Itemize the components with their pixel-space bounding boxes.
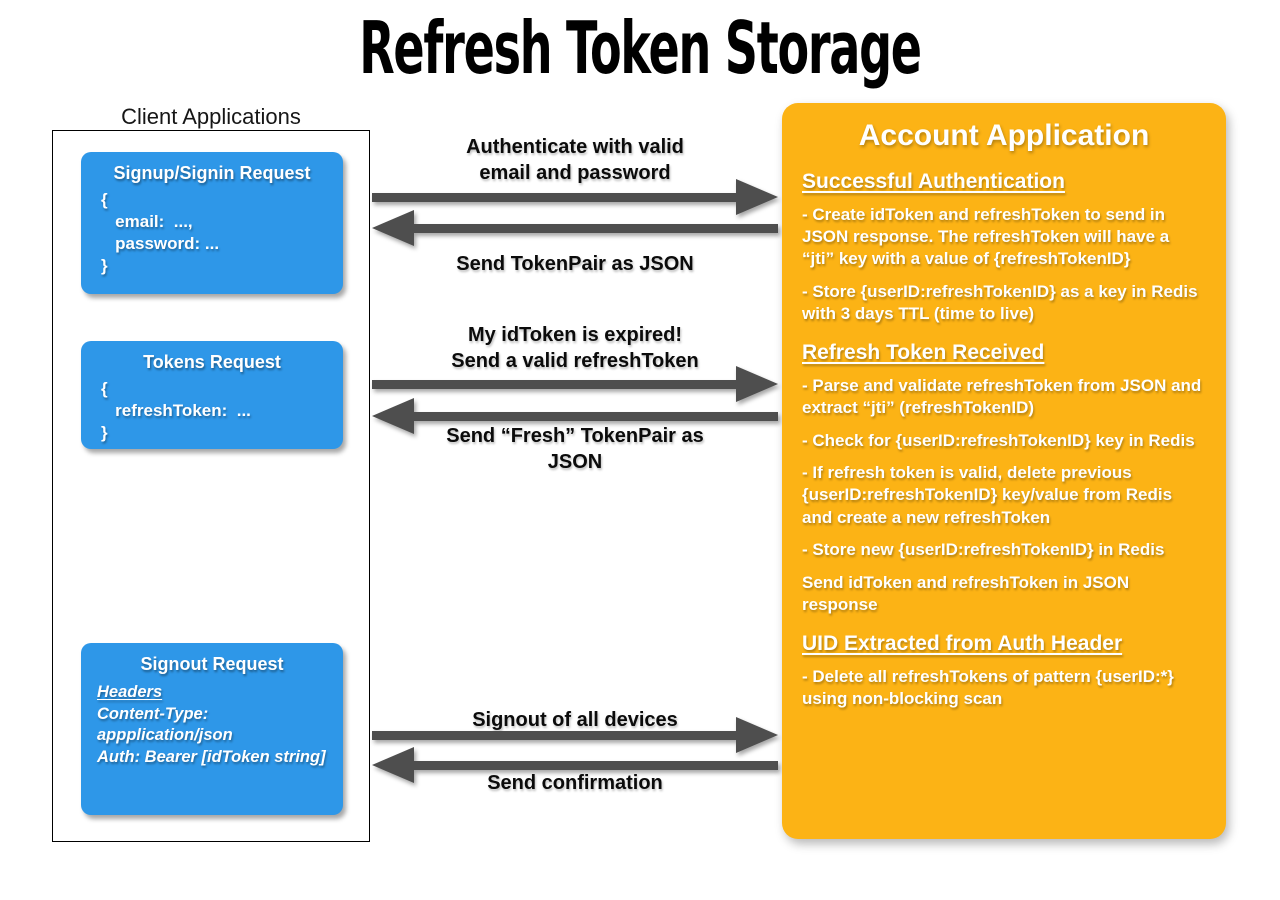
bullet-item: - Parse and validate refreshToken from J… bbox=[802, 375, 1202, 418]
signout-request-headers-label: Headers bbox=[97, 683, 163, 701]
signout-request-title: Signout Request bbox=[140, 654, 284, 674]
flow2-request-arrow-right bbox=[372, 366, 778, 402]
arrow-shaft bbox=[372, 730, 736, 740]
tokens-request-box: Tokens Request { refreshToken: ... } bbox=[81, 341, 343, 449]
tokens-request-payload: { refreshToken: ... } bbox=[101, 379, 251, 443]
arrow-shaft bbox=[372, 192, 736, 202]
signup-signin-request-title: Signup/Signin Request bbox=[113, 163, 311, 183]
arrow-head-left-icon bbox=[372, 747, 414, 783]
flow3-request-label: Signout of all devices bbox=[472, 709, 678, 731]
arrow-shaft bbox=[372, 379, 736, 389]
account-application-panel: Account Application Successful Authentic… bbox=[782, 103, 1226, 839]
arrow-shaft bbox=[414, 223, 778, 233]
tokens-request-title: Tokens Request bbox=[143, 352, 281, 372]
flow1-request-arrow-right bbox=[372, 179, 778, 215]
arrow-shaft bbox=[414, 760, 778, 770]
client-applications-label: Client Applications bbox=[121, 104, 301, 129]
bullet-item: Send idToken and refreshToken in JSON re… bbox=[802, 572, 1130, 615]
arrow-head-left-icon bbox=[372, 398, 414, 434]
bullet-item: - Store new {userID:refreshTokenID} in R… bbox=[802, 540, 1165, 560]
section-successful-authentication: Successful Authentication - Create idTok… bbox=[802, 170, 1206, 326]
signout-request-payload: Content-Type: appplication/json Auth: Be… bbox=[97, 705, 326, 766]
flow3-response-arrow-left bbox=[372, 747, 778, 783]
flow2-response-arrow-left bbox=[372, 398, 778, 434]
section-heading: Refresh Token Received bbox=[802, 340, 1045, 364]
bullet-item: - Delete all refreshTokens of pattern {u… bbox=[802, 666, 1174, 709]
signout-request-box: Signout Request Headers Content-Type: ap… bbox=[81, 643, 343, 815]
arrow-head-right-icon bbox=[736, 717, 778, 753]
flow3-response-label: Send confirmation bbox=[487, 772, 663, 794]
arrow-head-left-icon bbox=[372, 210, 414, 246]
flow1-response-label: Send TokenPair as JSON bbox=[456, 253, 694, 275]
arrow-head-right-icon bbox=[736, 366, 778, 402]
section-heading: Successful Authentication bbox=[802, 169, 1065, 193]
flow2-response-label: Send “Fresh” TokenPair as JSON bbox=[446, 425, 704, 473]
section-refresh-token-received: Refresh Token Received - Parse and valid… bbox=[802, 341, 1206, 617]
flow2-request-label: My idToken is expired! Send a valid refr… bbox=[451, 324, 699, 372]
signup-signin-request-payload: { email: ..., password: ... } bbox=[101, 190, 220, 276]
bullet-item: - Store {userID:refreshTokenID} as a key… bbox=[802, 281, 1198, 324]
bullet-item: - Create idToken and refreshToken to sen… bbox=[802, 204, 1170, 269]
section-uid-extracted: UID Extracted from Auth Header - Delete … bbox=[802, 632, 1206, 711]
arrow-shaft bbox=[414, 411, 778, 421]
account-application-title: Account Application bbox=[858, 119, 1150, 152]
section-heading: UID Extracted from Auth Header bbox=[802, 631, 1123, 655]
bullet-item: - Check for {userID:refreshTokenID} key … bbox=[802, 430, 1195, 450]
flow1-request-label: Authenticate with valid email and passwo… bbox=[466, 136, 684, 184]
page-title: Refresh Token Storage bbox=[359, 6, 922, 90]
arrow-head-right-icon bbox=[736, 179, 778, 215]
flow3-request-arrow-right bbox=[372, 717, 778, 753]
client-applications-container: Signup/Signin Request { email: ..., pass… bbox=[52, 130, 370, 842]
signup-signin-request-box: Signup/Signin Request { email: ..., pass… bbox=[81, 152, 343, 294]
flow1-response-arrow-left bbox=[372, 210, 778, 246]
bullet-item: - If refresh token is valid, delete prev… bbox=[802, 463, 1173, 527]
